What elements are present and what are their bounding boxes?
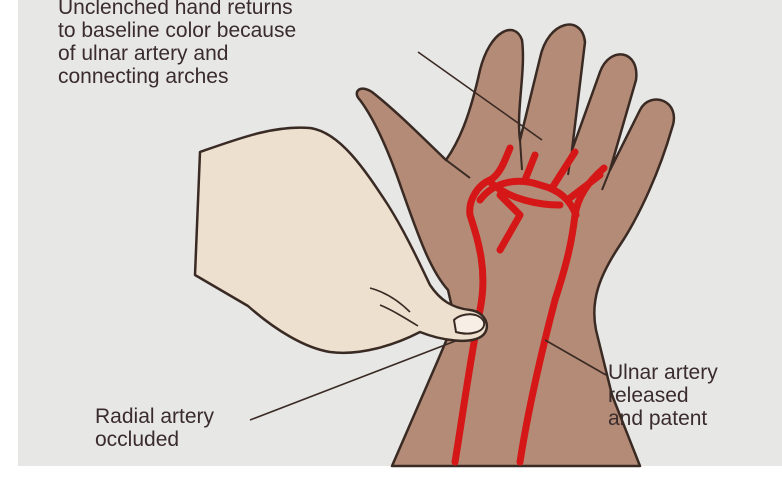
top-caption: Unclenched hand returns to baseline colo… <box>58 0 296 88</box>
examiner-thumbnail <box>454 314 484 333</box>
ulnar-artery-caption: Ulnar artery released and patent <box>608 361 718 430</box>
radial-artery-caption: Radial artery occluded <box>95 405 214 451</box>
